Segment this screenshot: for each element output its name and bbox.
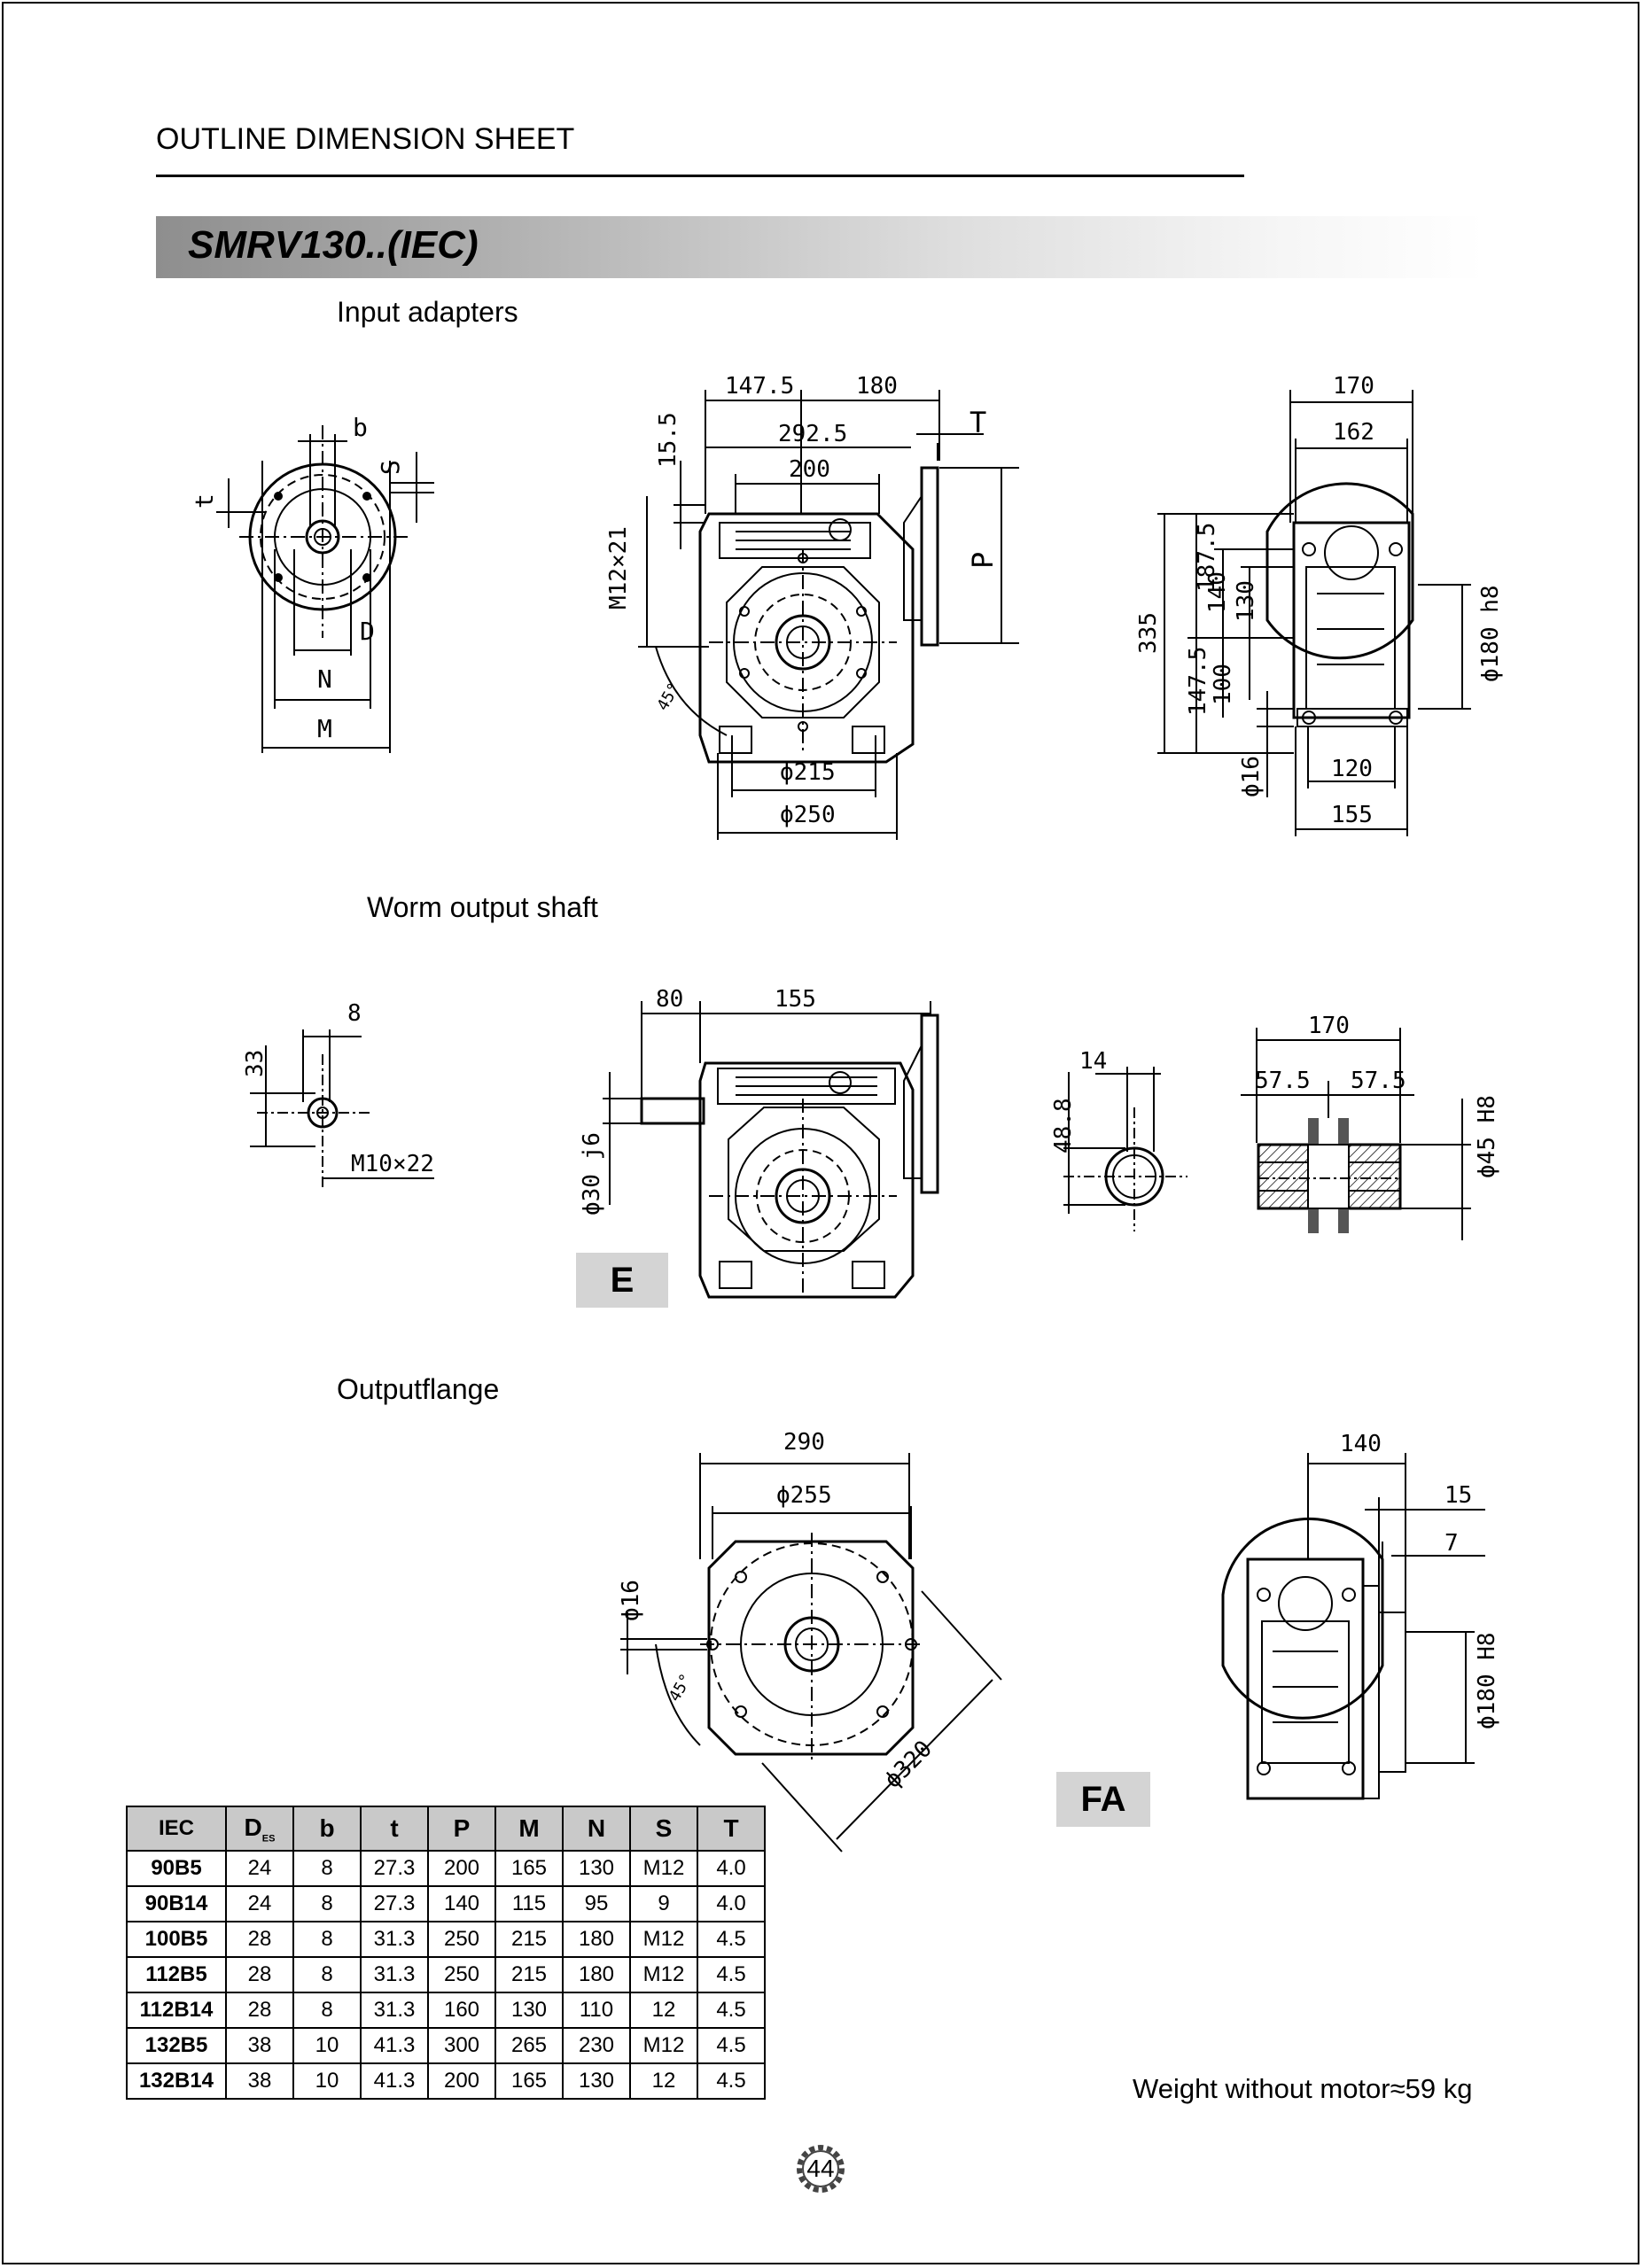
page-number-badge: 44	[794, 2142, 847, 2195]
gearbox-front-view	[638, 390, 1019, 840]
weight-note: Weight without motor≈59 kg	[1133, 2073, 1473, 2104]
tag-fa: FA	[1056, 1772, 1150, 1827]
table-header-row: IEC DES b t P M N S T	[126, 1806, 766, 1852]
label-front-angle: 45°	[653, 680, 683, 714]
label-side-140: 140	[1204, 571, 1231, 613]
section-input-adapters: Input adapters	[337, 296, 518, 328]
label-adapter-t: t	[190, 493, 219, 509]
sheet-title: OUTLINE DIMENSION SHEET	[156, 122, 575, 156]
label-fside-180-h8: ϕ180 H8	[1474, 1632, 1500, 1729]
model-banner: SMRV130..(IEC)	[156, 216, 1485, 278]
col-p: P	[427, 1806, 496, 1852]
label-side-16: ϕ16	[1238, 756, 1265, 797]
label-hollow-57-5-left: 57.5	[1255, 1068, 1311, 1094]
label-side-180-h8: ϕ180 h8	[1477, 585, 1504, 682]
label-front-15-5: 15.5	[655, 412, 681, 468]
label-fside-140: 140	[1340, 1431, 1382, 1457]
col-b: b	[292, 1806, 362, 1852]
worm-shaft-end-view	[250, 1029, 434, 1187]
col-d: DES	[225, 1806, 294, 1852]
label-adapter-m: M	[317, 714, 332, 743]
col-s: S	[629, 1806, 698, 1852]
label-front-t: T	[969, 406, 986, 439]
hollow-shaft-side-view	[1241, 1028, 1471, 1240]
label-flange-255: ϕ255	[776, 1482, 832, 1509]
label-adapter-n: N	[317, 664, 332, 694]
label-hollow-48-8: 48.8	[1050, 1098, 1077, 1153]
label-fside-7: 7	[1444, 1530, 1459, 1557]
section-output-flange: Outputflange	[337, 1373, 500, 1405]
header-rule	[156, 175, 1244, 177]
col-t: t	[360, 1806, 429, 1852]
flange-side-view	[1221, 1453, 1485, 1800]
label-side-147-5: 147.5	[1185, 647, 1211, 716]
label-fside-15: 15	[1444, 1482, 1472, 1509]
col-tt: T	[697, 1806, 766, 1852]
label-shaft-33: 33	[242, 1050, 269, 1077]
label-front-215: ϕ215	[780, 759, 836, 786]
label-side-100: 100	[1210, 664, 1236, 705]
label-side-170: 170	[1333, 373, 1374, 400]
label-front-292-5: 292.5	[778, 421, 847, 447]
label-side-187-5: 187.5	[1194, 523, 1220, 592]
label-hollow-170: 170	[1308, 1013, 1350, 1039]
label-side-130: 130	[1233, 580, 1259, 622]
label-front-147-5: 147.5	[725, 373, 794, 400]
label-hollow-45-h8: ϕ45 H8	[1474, 1095, 1500, 1178]
label-front-250: ϕ250	[780, 802, 836, 828]
gear-icon	[797, 2145, 845, 2193]
label-flange-290: 290	[783, 1429, 825, 1456]
label-front-180: 180	[856, 373, 898, 400]
label-shaft-m10x22: M10×22	[351, 1151, 434, 1177]
label-side-155: 155	[1331, 802, 1373, 828]
label-front-m12x21: M12×21	[605, 526, 632, 610]
label-worm-80: 80	[656, 986, 683, 1013]
col-iec: IEC	[126, 1806, 227, 1852]
label-adapter-d: D	[360, 617, 375, 646]
flange-front-view	[620, 1453, 1002, 1852]
label-side-120: 120	[1331, 756, 1373, 782]
label-side-335: 335	[1135, 612, 1162, 654]
label-side-162: 162	[1333, 419, 1374, 446]
page-number: 44	[806, 2155, 835, 2182]
model-name: SMRV130..(IEC)	[188, 223, 479, 267]
label-worm-30-j6: ϕ30 j6	[579, 1132, 605, 1216]
label-worm-155: 155	[775, 986, 816, 1013]
label-front-200: 200	[789, 456, 830, 483]
label-front-p: P	[966, 552, 1000, 569]
gearbox-side-view	[1157, 390, 1471, 836]
label-hollow-57-5-right: 57.5	[1351, 1068, 1406, 1094]
section-worm-output-shaft: Worm output shaft	[367, 891, 598, 923]
adapter-flange-view	[216, 425, 434, 753]
col-m: M	[494, 1806, 564, 1852]
hollow-shaft-end-view	[1063, 1067, 1187, 1231]
gearbox-front-worm-view	[603, 1001, 939, 1299]
tag-e: E	[576, 1253, 668, 1308]
col-n: N	[562, 1806, 631, 1852]
label-adapter-s: S	[376, 460, 405, 475]
label-shaft-8: 8	[347, 1000, 362, 1027]
label-adapter-b: b	[353, 413, 368, 442]
label-flange-16: ϕ16	[618, 1580, 644, 1621]
label-hollow-14: 14	[1079, 1048, 1107, 1075]
